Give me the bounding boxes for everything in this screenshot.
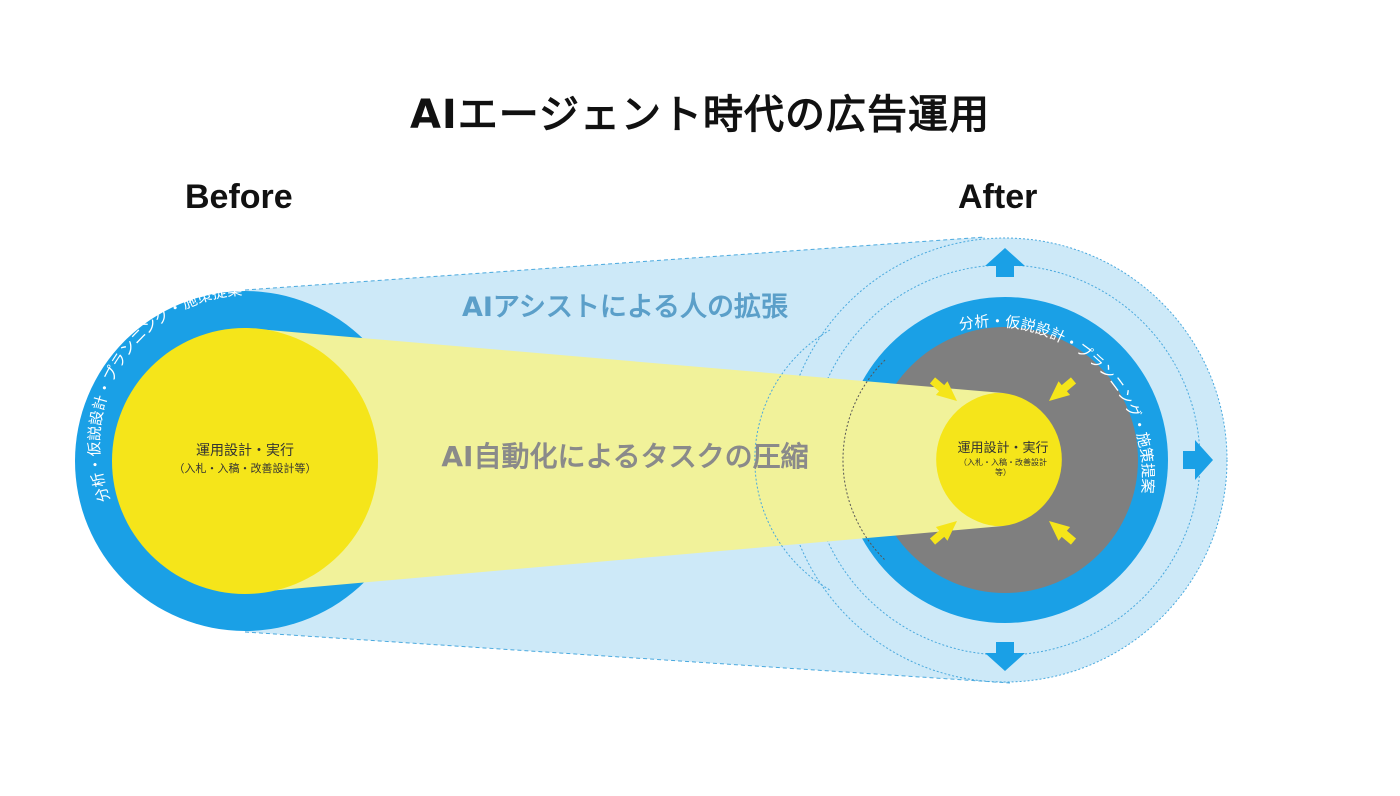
after-core-circle <box>936 393 1062 526</box>
arrow-inward-bottom-right-icon <box>1049 521 1077 545</box>
arrow-down-icon <box>985 642 1025 671</box>
expansion-label: AIアシストによる人の拡張 <box>462 292 789 323</box>
arrow-outward-icon <box>985 248 1213 671</box>
before-core-sub: （入札・入稿・改善設計等） <box>174 461 317 475</box>
expansion-band-top-edge <box>244 236 986 291</box>
arrow-up-icon <box>985 248 1025 277</box>
arrow-inward-top-right-icon <box>1049 377 1077 401</box>
arrow-inward-top-left-icon <box>929 377 957 401</box>
after-outline-arc <box>754 329 831 591</box>
after-core-sub-line1: （入札・入稿・改善設計 <box>959 457 1047 467</box>
after-core-title: 運用設計・実行 <box>957 440 1048 456</box>
compression-band <box>245 328 1003 593</box>
compression-label: AI自動化によるタスクの圧縮 <box>441 440 808 473</box>
before-label: Before <box>185 178 293 216</box>
before-core-title: 運用設計・実行 <box>196 443 294 459</box>
arrow-inward-bottom-left-icon <box>929 521 957 545</box>
page-title: AIエージェント時代の広告運用 <box>409 92 991 138</box>
before-core-circle <box>112 328 378 594</box>
after-label: After <box>958 178 1038 216</box>
arrow-right-icon <box>1183 440 1213 480</box>
arrow-inward-icon <box>929 377 1077 545</box>
after-core-sub-line2: 等） <box>995 467 1011 477</box>
expansion-band-bottom-edge <box>244 631 1011 684</box>
